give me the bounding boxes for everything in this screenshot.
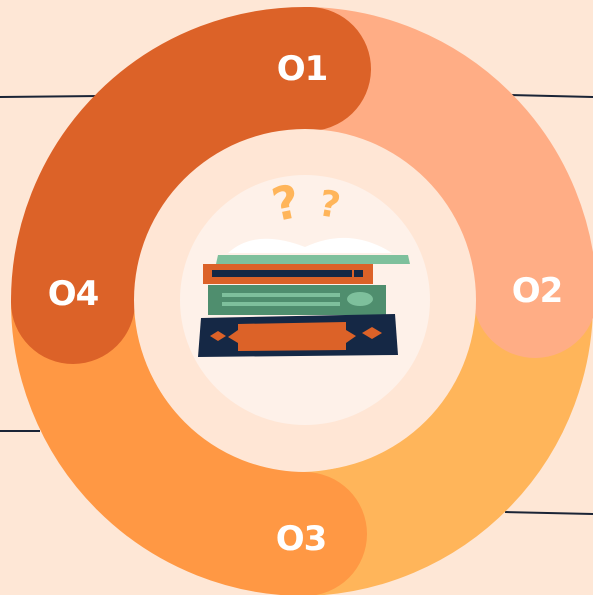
connector-line-1 bbox=[0, 96, 100, 97]
label-02: O2 bbox=[512, 271, 563, 311]
book-middle-label bbox=[347, 292, 373, 306]
label-03: O3 bbox=[276, 519, 327, 559]
book-middle-line bbox=[222, 302, 340, 306]
book-top-tab bbox=[354, 270, 363, 277]
label-01: O1 bbox=[277, 49, 328, 89]
connector-line-2 bbox=[510, 95, 593, 97]
label-04: O4 bbox=[48, 274, 99, 314]
book-top-band bbox=[212, 270, 352, 277]
open-book-base bbox=[216, 255, 410, 264]
book-middle-line bbox=[222, 293, 340, 297]
book-bottom-plate bbox=[228, 322, 356, 351]
connector-line-3 bbox=[505, 512, 593, 514]
